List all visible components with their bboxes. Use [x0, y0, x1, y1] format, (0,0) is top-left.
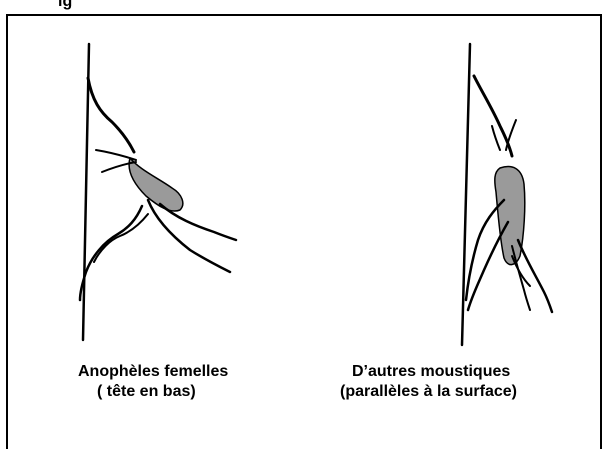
caption-other-line1: D’autres moustiques	[352, 362, 510, 382]
antenna-left-1	[96, 150, 136, 160]
anopheles-illustration	[80, 44, 236, 340]
caption-other-line2: (parallèles à la surface)	[340, 382, 517, 402]
caption-anopheles-line1: Anophèles femelles	[78, 362, 228, 382]
antenna-right-1	[506, 120, 516, 150]
leg-right-2	[468, 222, 508, 310]
antenna-right-2	[492, 126, 500, 150]
leg-left-4	[94, 214, 148, 262]
head-right	[474, 76, 512, 156]
body-right	[495, 167, 525, 265]
body-left	[129, 158, 183, 211]
caption-anopheles-line2: ( tête en bas)	[97, 382, 196, 402]
leg-left-3	[80, 206, 142, 300]
proboscis-left	[88, 78, 134, 152]
leg-left-1	[148, 200, 230, 272]
other-mosquito-illustration	[462, 44, 552, 345]
wall-line-left	[83, 44, 89, 340]
leg-right-4	[512, 246, 530, 310]
